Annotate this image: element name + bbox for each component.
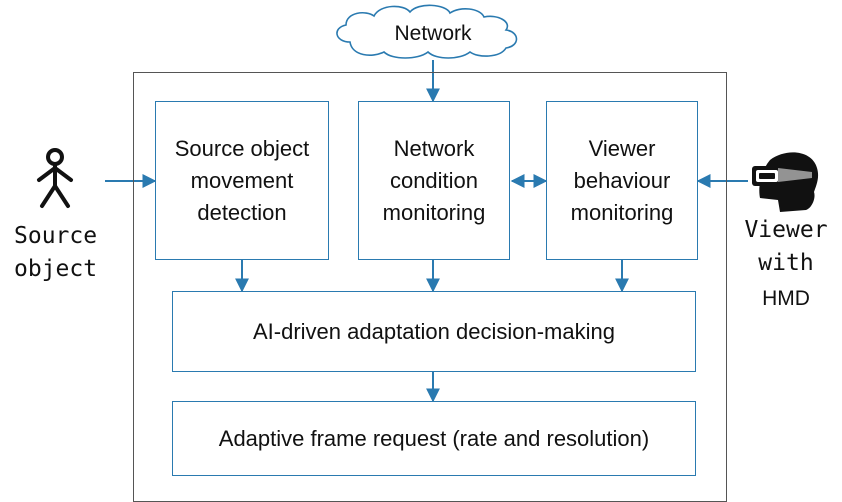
viewer-behaviour-monitoring-label: Viewer behaviour monitoring (570, 135, 674, 225)
hmd-viewer-icon (752, 152, 819, 212)
viewer-line1: Viewer (744, 217, 828, 243)
viewer-line2: with (758, 250, 814, 276)
frame-request-box: Adaptive frame request (rate and resolut… (172, 401, 696, 476)
network-condition-monitoring-box: Network condition monitoring (358, 101, 510, 260)
source-movement-detection-box: Source object movement detection (155, 101, 329, 260)
viewer-label: Viewer with (736, 214, 836, 280)
network-condition-monitoring-label: Network condition monitoring (382, 135, 486, 225)
source-object-label: Source object (14, 220, 97, 286)
source-movement-detection-label: Source object movement detection (174, 135, 310, 225)
source-object-line2: object (14, 256, 98, 282)
viewer-line3: HMD (762, 287, 810, 310)
person-icon (37, 148, 73, 208)
ai-decision-box: AI-driven adaptation decision-making (172, 291, 696, 372)
frame-request-label: Adaptive frame request (rate and resolut… (218, 425, 650, 451)
viewer-behaviour-monitoring-box: Viewer behaviour monitoring (546, 101, 698, 260)
network-cloud-label: Network (394, 22, 472, 45)
source-object-line1: Source (14, 223, 98, 249)
ai-decision-label: AI-driven adaptation decision-making (253, 318, 615, 344)
network-cloud-icon (336, 4, 518, 59)
